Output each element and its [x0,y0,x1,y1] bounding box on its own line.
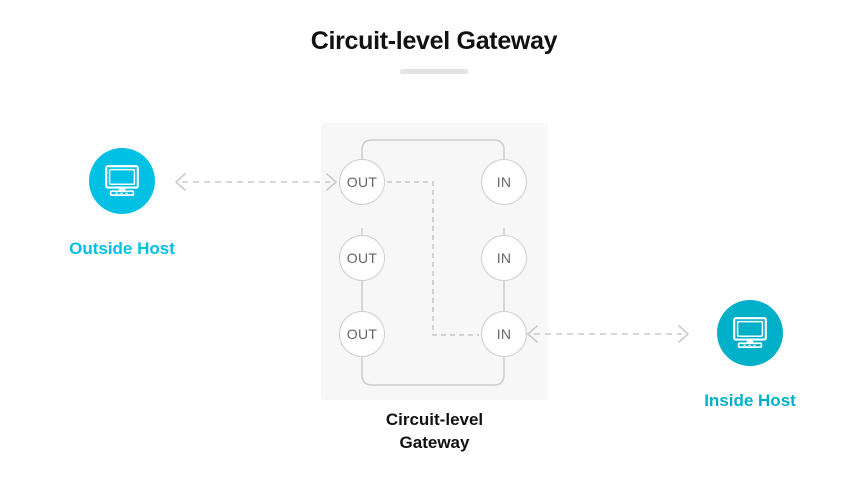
gateway-caption-line2: Gateway [399,433,470,452]
desktop-monitor-icon [733,317,767,348]
gateway-node-in-2[interactable]: IN [481,235,527,281]
gateway-node-in-3[interactable]: IN [481,311,527,357]
node-label: IN [496,250,512,266]
node-label: IN [496,326,512,342]
node-label: OUT [346,250,378,266]
outside-host-label: Outside Host [69,239,175,258]
gateway-caption: Circuit-level Gateway [321,408,548,454]
gateway-node-out-2[interactable]: OUT [339,235,385,281]
gateway-caption-line1: Circuit-level [385,410,484,429]
gateway-diagram: OUT OUT OUT IN IN IN [321,110,561,410]
node-label: OUT [346,326,378,342]
desktop-monitor-icon [105,165,139,196]
node-inside-host[interactable]: Inside Host [650,300,850,412]
arrowhead-right-icon [326,173,337,191]
title-divider [400,69,468,74]
inside-host-label: Inside Host [704,391,796,410]
node-label: IN [496,174,512,190]
gateway-node-out-3[interactable]: OUT [339,311,385,357]
node-label: OUT [346,174,378,190]
node-outside-host[interactable]: Outside Host [22,148,222,260]
arrowhead-left-icon [175,173,186,191]
connector-gateway-to-inside-host [527,325,689,343]
path-top-bridge [361,139,505,182]
path-internal-circuit [387,181,479,336]
connector-outside-host-to-gateway [175,173,337,191]
inside-host-circle [717,300,783,366]
path-bottom-bridge [361,357,505,386]
title-block: Circuit-level Gateway [0,24,868,74]
gateway-circuit-paths [361,139,505,386]
outside-host-circle [89,148,155,214]
gateway-node-out-1[interactable]: OUT [339,159,385,205]
gateway-node-in-1[interactable]: IN [481,159,527,205]
page-title: Circuit-level Gateway [310,27,558,55]
arrowhead-right-icon [678,325,689,343]
arrowhead-left-icon [527,325,538,343]
